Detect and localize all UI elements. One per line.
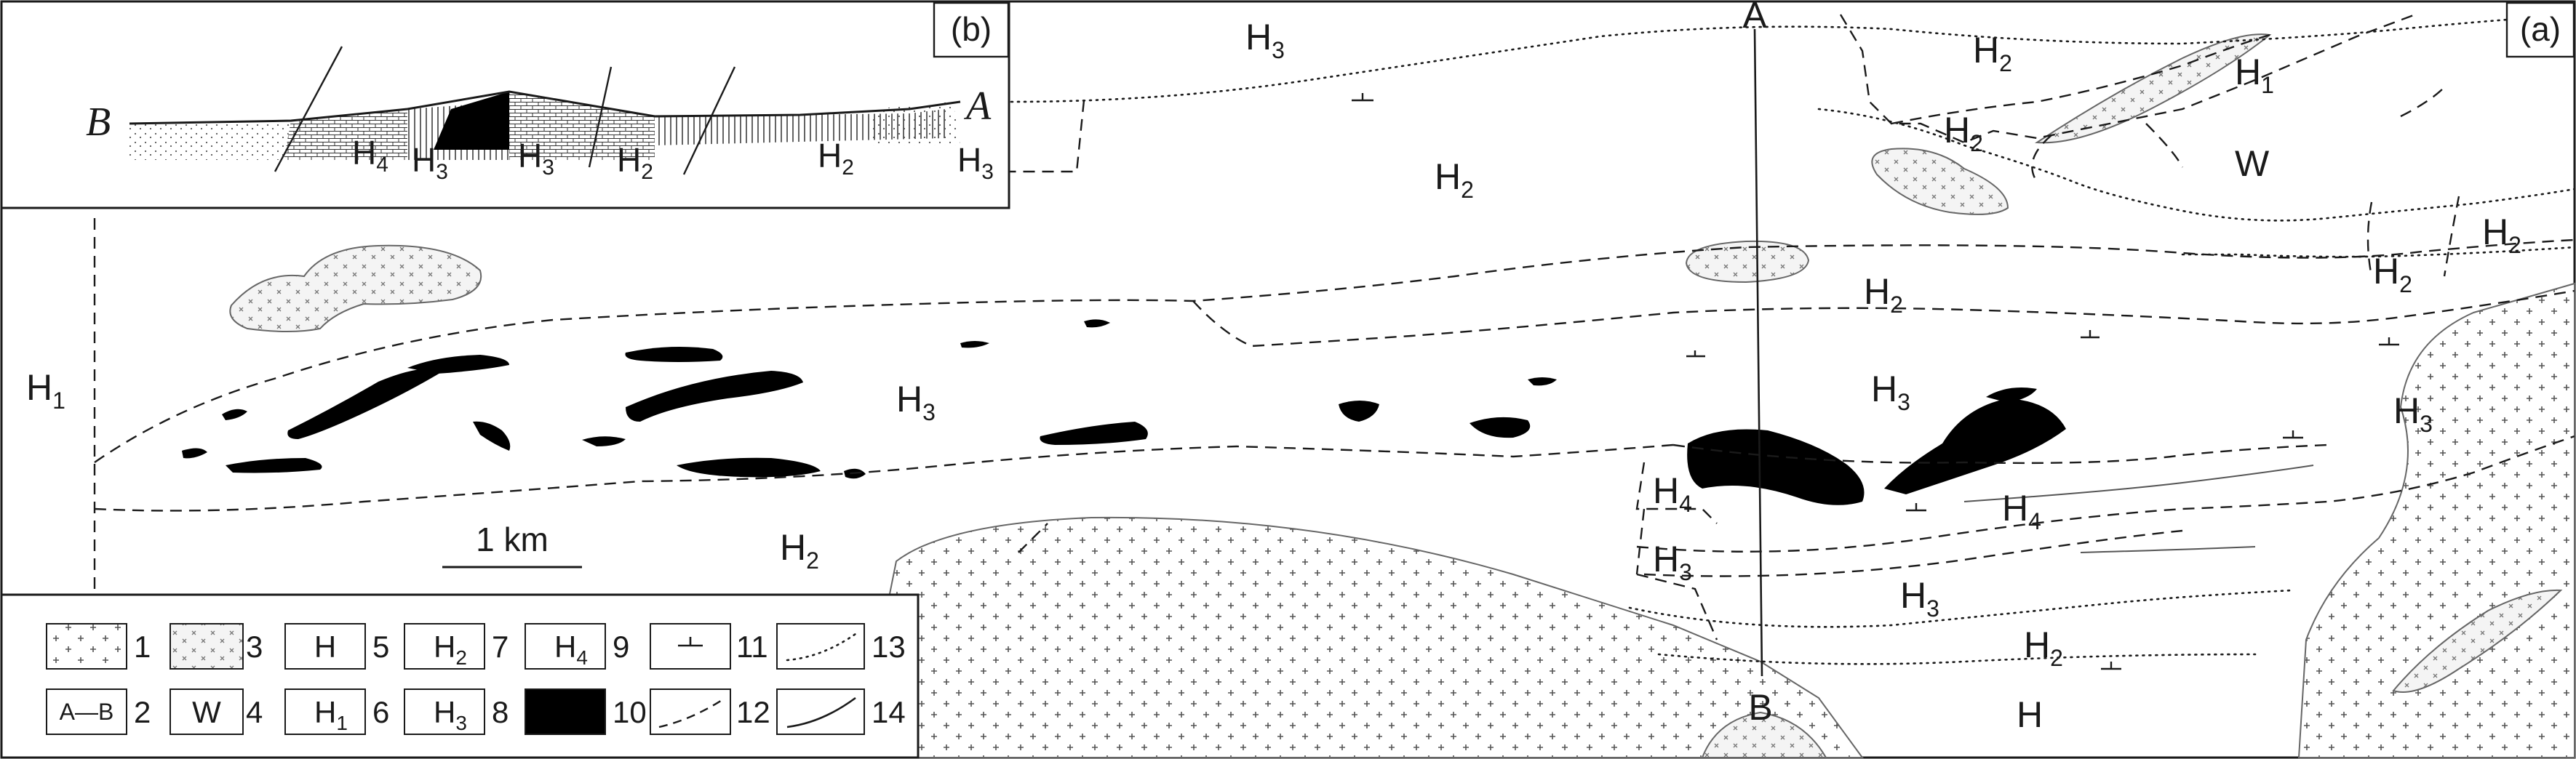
section-zone-ore: [434, 92, 509, 150]
granite-body-east: [2297, 282, 2575, 758]
map-unit-label: H2: [1973, 30, 2012, 76]
legend-swatch-w: [170, 688, 244, 735]
legend-num: 7: [492, 630, 509, 664]
legend-num: 6: [372, 695, 389, 729]
map-unit-label: H2: [2373, 251, 2412, 297]
topo-surface: [129, 90, 961, 125]
section-zone-dots: [129, 121, 291, 160]
legend-swatch-ab: [46, 688, 127, 735]
panel-b-tag-box: [933, 1, 1010, 58]
dip-symbols: [1352, 93, 2399, 670]
section-unit-label: H3: [518, 137, 554, 180]
legend-swatch-h2: [404, 623, 485, 670]
map-unit-label: H1: [2235, 52, 2274, 98]
section-end-a-inset: A: [963, 84, 992, 129]
map-unit-label: H2: [2482, 212, 2521, 258]
legend-swatch-black: [525, 688, 606, 735]
section-end-b: B: [1748, 687, 1772, 728]
map-unit-label: H2: [1944, 110, 1983, 156]
section-end-a: A: [1742, 0, 1767, 36]
xfill-body-north: [1871, 148, 2009, 215]
section-zone-brick: [284, 109, 407, 160]
inset-cross-section: (b) B A H4 H3 H3 H2 H2 H3: [0, 0, 1010, 209]
ore-bodies: [182, 319, 2066, 505]
map-unit-labels: H3 H2 H1 H2 W H2 H2 H2 H2 H1 H3 H3 H3 H4…: [26, 17, 2521, 735]
legend-box-label: H1: [314, 695, 348, 734]
legend-dotted-line: [786, 632, 857, 662]
xfill-lens-se: [2392, 589, 2563, 693]
legend-num: 14: [872, 695, 906, 729]
legend-num: 11: [736, 630, 768, 664]
section-unit-label: H3: [957, 141, 994, 184]
granite-body-south: [856, 516, 1864, 758]
legend-num: 3: [246, 630, 263, 664]
panel-b-tag: (b): [951, 10, 992, 48]
legend-box-label: W: [192, 695, 221, 729]
scale-bar-label: 1 km: [476, 521, 549, 558]
panel-a-tag: (a): [2520, 10, 2561, 48]
section-line-ab: [1753, 28, 1763, 677]
legend-num: 10: [613, 695, 647, 729]
map-unit-label: H3: [896, 379, 936, 425]
map-unit-label: H: [2017, 694, 2043, 735]
legend-swatch-h1: [284, 688, 366, 735]
map-unit-label: H3: [1871, 369, 1910, 415]
legend-swatch-dashed: [650, 688, 731, 735]
map-unit-label: H4: [2002, 488, 2041, 534]
dashed-contacts: [93, 13, 2575, 640]
map-unit-label: H1: [26, 367, 65, 414]
legend-num: 5: [372, 630, 389, 664]
solid-contacts: [1963, 465, 2314, 553]
map-unit-label: H2: [2024, 625, 2063, 671]
legend-num: 12: [736, 695, 770, 729]
legend-num: 4: [246, 695, 263, 729]
legend-num: 1: [134, 630, 151, 664]
legend-num: 2: [134, 695, 151, 729]
map-unit-label: H2: [1864, 271, 1903, 318]
legend-num: 13: [872, 630, 906, 664]
legend-swatch-granite: [46, 623, 127, 670]
xfill-body-center: [1685, 240, 1810, 284]
section-end-b-inset: B: [86, 100, 111, 145]
legend-swatch-dotted: [776, 623, 865, 670]
section-zone-brick-2: [509, 92, 655, 160]
section-unit-label: H3: [412, 141, 448, 184]
dotted-contacts: [1010, 13, 2576, 665]
map-unit-label: H4: [1653, 470, 1692, 517]
legend: 1 3 H 5 H2 7 H4 9 11 13 A—B 2 W 4 H1 6 H…: [0, 593, 920, 759]
section-unit-label: H2: [617, 141, 653, 184]
map-unit-label: H3: [2393, 390, 2433, 437]
legend-box-label: H: [314, 630, 336, 664]
legend-box-label: H3: [434, 695, 467, 734]
map-unit-label: H2: [1435, 156, 1474, 203]
xfill-body-west: [229, 244, 482, 332]
legend-swatch-h3: [404, 688, 485, 735]
section-faults: [274, 46, 736, 175]
legend-swatch-xfill: [170, 623, 244, 670]
panel-a-tag-box: [2505, 1, 2575, 58]
legend-box-label: A—B: [60, 699, 114, 725]
legend-solid-line: [786, 696, 856, 728]
map-unit-label: H3: [1653, 539, 1692, 585]
legend-box-label: H2: [434, 630, 467, 669]
legend-dashed-line: [658, 698, 724, 728]
map-unit-label: W: [2235, 143, 2270, 184]
xfill-body-bottom: [1701, 711, 1827, 758]
legend-box-label: H4: [554, 630, 588, 669]
legend-swatch-h: [284, 623, 366, 670]
map-unit-label: H3: [1900, 575, 1939, 622]
map-unit-label: H3: [1245, 17, 1285, 63]
section-unit-label: H4: [352, 134, 388, 177]
section-zone-dots-2: [873, 102, 960, 145]
legend-dip-symbol: [678, 637, 703, 647]
section-unit-label: H2: [818, 137, 854, 180]
map-unit-label: H2: [780, 527, 819, 574]
legend-swatch-h4: [525, 623, 606, 670]
legend-num: 9: [613, 630, 629, 664]
legend-num: 8: [492, 695, 509, 729]
